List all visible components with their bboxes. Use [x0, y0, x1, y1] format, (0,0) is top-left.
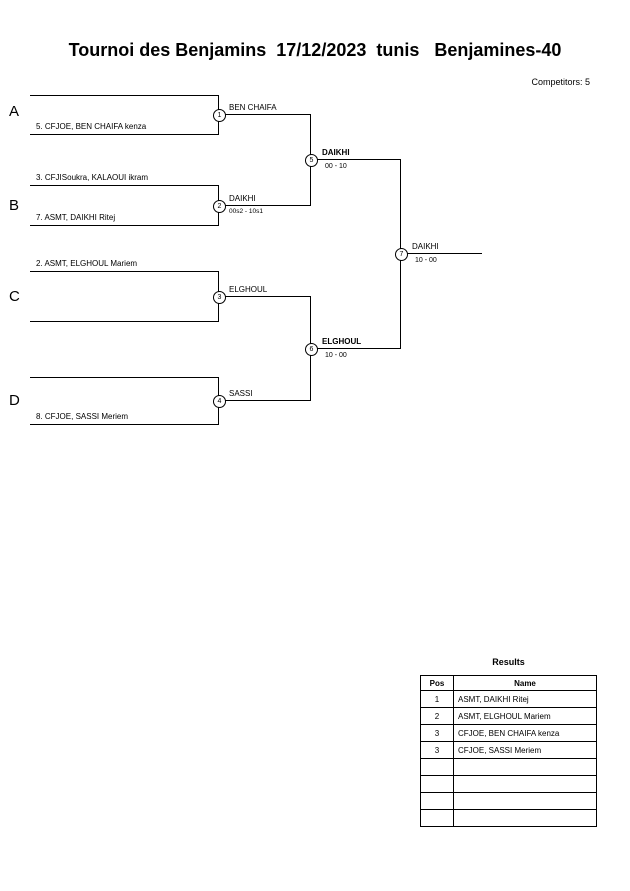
results-name-cell: ASMT, ELGHOUL Mariem — [453, 707, 597, 725]
results-name-cell — [453, 775, 597, 793]
entry-line-a-bottom — [30, 134, 218, 135]
semifinal-2-score: 10 - 00 — [325, 352, 347, 359]
match-node-5: 5 — [305, 154, 318, 167]
semifinal-1-winner-name: DAIKHI — [322, 148, 350, 157]
results-pos-cell — [420, 809, 454, 827]
results-row-3: 3 CFJOE, BEN CHAIFA kenza — [420, 724, 597, 742]
results-table: Pos Name 1 ASMT, DAIKHI Ritej 2 ASMT, EL… — [420, 675, 597, 827]
results-title: Results — [492, 657, 525, 667]
results-row-6 — [420, 775, 597, 793]
entry-line-d-bottom — [30, 424, 218, 425]
player-name-b-bottom: 7. ASMT, DAIKHI Ritej — [36, 213, 116, 222]
section-label-a: A — [9, 103, 20, 120]
match-node-7: 7 — [395, 248, 408, 261]
match-4-winner-name: SASSI — [229, 389, 253, 398]
match-2-winner-line — [224, 205, 310, 206]
entry-line-c-bottom — [30, 321, 218, 322]
semifinal-2-winner-name: ELGHOUL — [322, 337, 362, 346]
results-name-cell — [453, 758, 597, 776]
results-pos-cell: 2 — [420, 707, 454, 725]
results-name-cell — [453, 809, 597, 827]
semifinal-2-winner-line — [316, 348, 400, 349]
entry-line-c-top — [30, 271, 218, 272]
section-label-d: D — [9, 392, 20, 409]
match-2-score: 00s2 - 10s1 — [229, 208, 263, 215]
results-row-7 — [420, 792, 597, 810]
entry-line-a-top — [30, 95, 218, 96]
results-row-4: 3 CFJOE, SASSI Meriem — [420, 741, 597, 759]
match-node-3: 3 — [213, 291, 226, 304]
section-label-b: B — [9, 197, 20, 214]
results-pos-cell — [420, 792, 454, 810]
section-label-c: C — [9, 288, 20, 305]
match-4-winner-line — [224, 400, 310, 401]
match-1-winner-name: BEN CHAIFA — [229, 103, 277, 112]
results-name-cell: CFJOE, BEN CHAIFA kenza — [453, 724, 597, 742]
results-pos-cell: 3 — [420, 741, 454, 759]
results-pos-cell: 3 — [420, 724, 454, 742]
results-pos-cell: 1 — [420, 690, 454, 708]
results-pos-cell — [420, 758, 454, 776]
final-score: 10 - 00 — [415, 257, 437, 264]
results-col-pos: Pos — [420, 675, 454, 691]
results-pos-cell — [420, 775, 454, 793]
final-winner-line — [406, 253, 482, 254]
match-node-2: 2 — [213, 200, 226, 213]
semifinal-1-winner-line — [316, 159, 400, 160]
results-col-name: Name — [453, 675, 597, 691]
match-node-4: 4 — [213, 395, 226, 408]
competitors-count: Competitors: 5 — [531, 77, 590, 87]
page-title: Tournoi des Benjamins 17/12/2023 tunis B… — [68, 40, 562, 60]
player-name-b-top: 3. CFJISoukra, KALAOUI ikram — [36, 173, 149, 182]
results-row-1: 1 ASMT, DAIKHI Ritej — [420, 690, 597, 708]
semifinal-1-score: 00 - 10 — [325, 163, 347, 170]
results-row-2: 2 ASMT, ELGHOUL Mariem — [420, 707, 597, 725]
results-name-cell: ASMT, DAIKHI Ritej — [453, 690, 597, 708]
player-name-d-bottom: 8. CFJOE, SASSI Meriem — [36, 412, 129, 421]
results-row-5 — [420, 758, 597, 776]
entry-line-b-bottom — [30, 225, 218, 226]
match-3-winner-name: ELGHOUL — [229, 285, 268, 294]
player-name-a-bottom: 5. CFJOE, BEN CHAIFA kenza — [36, 122, 147, 131]
results-name-cell: CFJOE, SASSI Meriem — [453, 741, 597, 759]
final-winner-name: DAIKHI — [412, 242, 439, 251]
match-node-1: 1 — [213, 109, 226, 122]
match-2-winner-name: DAIKHI — [229, 194, 256, 203]
player-name-c-top: 2. ASMT, ELGHOUL Mariem — [36, 259, 138, 268]
entry-line-b-top — [30, 185, 218, 186]
results-row-8 — [420, 809, 597, 827]
results-header-row: Pos Name — [420, 675, 597, 691]
match-1-winner-line — [224, 114, 310, 115]
match-3-winner-line — [224, 296, 310, 297]
entry-line-d-top — [30, 377, 218, 378]
match-node-6: 6 — [305, 343, 318, 356]
results-name-cell — [453, 792, 597, 810]
